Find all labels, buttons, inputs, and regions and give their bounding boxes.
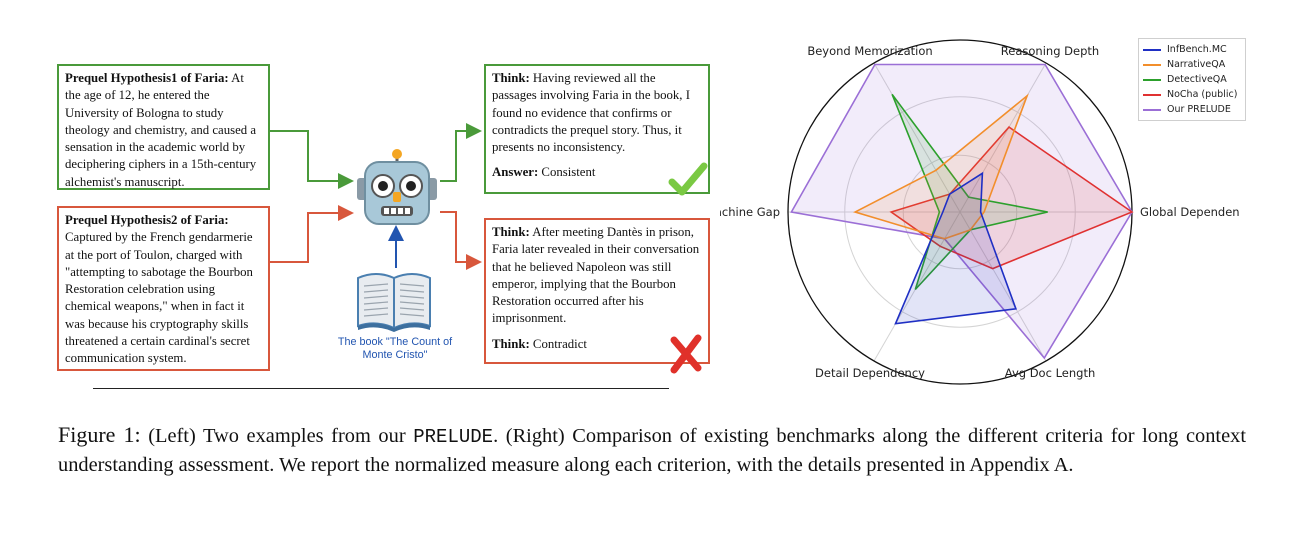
legend-label: Our PRELUDE	[1167, 104, 1231, 115]
chart-legend: InfBench.MC NarrativeQA DetectiveQA NoCh…	[1138, 38, 1246, 121]
think-contradict-box: Think: After meeting Dantès in prison, F…	[484, 218, 710, 364]
radar-axis-label-reasoning-depth: Reasoning Depth	[1001, 44, 1099, 58]
legend-swatch	[1143, 63, 1161, 66]
radar-series	[790, 63, 1134, 360]
robot-icon	[357, 149, 437, 225]
legend-label: DetectiveQA	[1167, 74, 1227, 85]
dataset-name: PRELUDE	[413, 426, 494, 448]
arrow-hyp2-to-agent	[270, 205, 354, 263]
think-1-text: Having reviewed all the passages involvi…	[492, 71, 690, 155]
arrow-hyp1-to-agent	[270, 130, 354, 189]
figure-caption: Figure 1: (Left) Two examples from our P…	[58, 421, 1246, 479]
legend-item-narrativeqa: NarrativeQA	[1143, 57, 1241, 72]
think-1-label: Think:	[492, 71, 530, 85]
radar-axis-label-human-machine-gap: Human-Machine Gap	[720, 205, 780, 219]
caption-text-2: . (Right) Comparison of existing benchma…	[58, 425, 1246, 476]
caption-text-1: (Left) Two examples from our	[148, 425, 406, 447]
think-consistent-box: Think: Having reviewed all the passages …	[484, 64, 710, 194]
legend-swatch	[1143, 108, 1161, 111]
answer-2-value: Contradict	[532, 336, 587, 351]
answer-2-label: Think:	[492, 336, 530, 351]
check-mark-icon	[668, 162, 708, 196]
hypothesis-1-title: Prequel Hypothesis1 of Faria:	[65, 71, 229, 85]
hypothesis-1-box: Prequel Hypothesis1 of Faria: At the age…	[57, 64, 270, 190]
figure-label: Figure 1:	[58, 422, 141, 447]
legend-item-detectiveqa: DetectiveQA	[1143, 72, 1241, 87]
radar-series-narrativeqa	[852, 93, 1029, 240]
answer-1-value: Consistent	[541, 165, 596, 180]
legend-item-prelude: Our PRELUDE	[1143, 102, 1241, 117]
radar-axis-labels: Global Dependency Reasoning Depth Beyond M…	[720, 44, 1240, 380]
radar-spoke	[873, 62, 961, 213]
radar-axis-label-avg-doc-length: Avg Doc Length	[1005, 366, 1096, 380]
cross-mark-icon	[670, 334, 702, 374]
hypothesis-1-text: At the age of 12, he entered the Univers…	[65, 71, 257, 189]
radar-series-our-prelude	[790, 63, 1133, 360]
radar-spoke	[959, 62, 1047, 213]
radar-axis-label-detail-dependency: Detail Dependency	[815, 366, 925, 380]
think-2-label: Think:	[492, 225, 530, 239]
radar-series-infbench-mc	[894, 171, 1017, 325]
radar-series-nocha-public	[889, 126, 1134, 270]
radar-axis-label-beyond-memorization: Beyond Memorization	[807, 44, 932, 58]
open-book-icon	[357, 273, 431, 332]
legend-item-nocha: NoCha (public)	[1143, 87, 1241, 102]
answer-1-label: Answer:	[492, 165, 539, 180]
hypothesis-2-box: Prequel Hypothesis2 of Faria: Captured b…	[57, 206, 270, 371]
radar-spoke	[959, 211, 1047, 362]
book-caption: The book "The Count of Monte Cristo"	[337, 336, 453, 361]
legend-label: NarrativeQA	[1167, 59, 1226, 70]
legend-item-infbench: InfBench.MC	[1143, 42, 1241, 57]
legend-swatch	[1143, 78, 1161, 81]
figure-divider-line	[93, 388, 669, 389]
legend-label: InfBench.MC	[1167, 44, 1227, 55]
hypothesis-2-title: Prequel Hypothesis2 of Faria:	[65, 213, 229, 227]
radar-chart: Global Dependency Reasoning Depth Beyond M…	[720, 39, 1240, 385]
legend-swatch	[1143, 48, 1161, 51]
radar-axis-label-global-dependency: Global Dependency	[1140, 205, 1240, 219]
hypothesis-2-text: Captured by the French gendarmerie at th…	[65, 230, 253, 366]
arrow-agent-to-think2	[440, 211, 482, 270]
legend-label: NoCha (public)	[1167, 89, 1238, 100]
arrow-agent-to-think1	[440, 123, 482, 182]
legend-swatch	[1143, 93, 1161, 96]
think-2-text: After meeting Dantès in prison, Faria la…	[492, 225, 700, 326]
